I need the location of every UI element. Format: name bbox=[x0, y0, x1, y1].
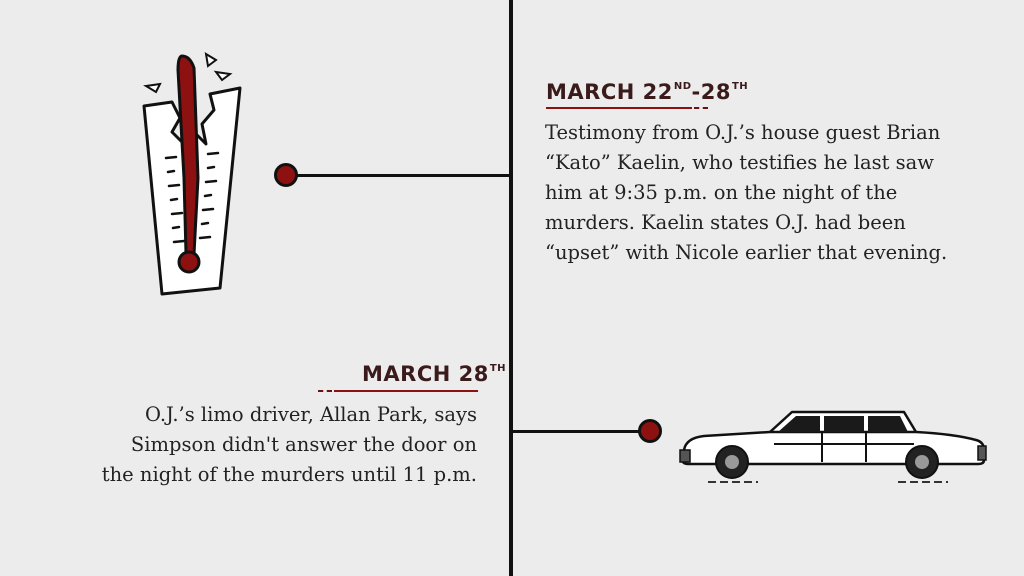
date-underline-dashes bbox=[694, 107, 708, 111]
date-underline bbox=[334, 390, 478, 392]
event-description: O.J.’s limo driver, Allan Park, says Sim… bbox=[102, 400, 477, 490]
date-underline-dashes bbox=[318, 390, 332, 394]
event-description: Testimony from O.J.’s house guest Brian … bbox=[545, 118, 947, 268]
timeline-axis bbox=[509, 0, 513, 576]
event-description-line: “upset” with Nicole earlier that evening… bbox=[545, 241, 948, 264]
event-description-line: Testimony from O.J.’s house guest Brian bbox=[545, 121, 941, 144]
timeline-node bbox=[274, 163, 298, 187]
timeline-node bbox=[638, 419, 662, 443]
limousine-icon bbox=[679, 410, 987, 483]
timeline-connector bbox=[512, 430, 642, 433]
event-description-line: him at 9:35 p.m. on the night of the bbox=[545, 181, 898, 204]
event-date: MARCH 22ND-28TH bbox=[546, 80, 749, 104]
broken-thermometer-icon bbox=[142, 52, 242, 296]
event-description-line: Simpson didn't answer the door on bbox=[130, 433, 477, 456]
event-description-line: “Kato” Kaelin, who testifies he last saw bbox=[545, 151, 934, 174]
date-underline bbox=[546, 107, 692, 109]
event-description-line: the night of the murders until 11 p.m. bbox=[101, 463, 477, 486]
timeline-connector bbox=[292, 174, 510, 177]
event-description-line: O.J.’s limo driver, Allan Park, says bbox=[144, 403, 477, 426]
event-description-line: murders. Kaelin states O.J. had been bbox=[545, 211, 906, 234]
event-date: MARCH 28TH bbox=[362, 362, 507, 386]
